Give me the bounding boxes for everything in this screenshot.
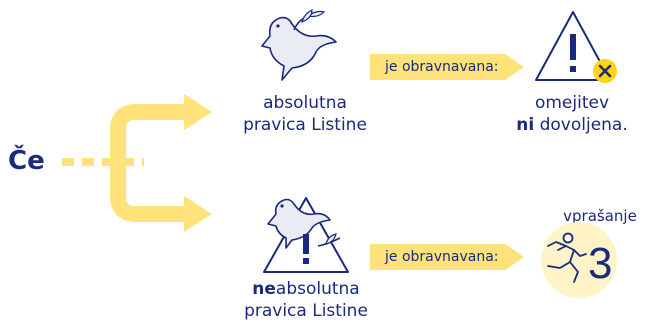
arrow-head-bottom: [184, 196, 212, 232]
running-person-icon: [547, 232, 587, 283]
tag-top: je obravnavana:: [385, 59, 499, 75]
subject-absolutna: absolutna: [275, 279, 360, 299]
subject-absolute: absolutna pravica Listine: [235, 92, 375, 136]
subject-absolute-line2: pravica Listine: [243, 115, 367, 135]
question-three-badge: 3: [541, 222, 617, 298]
arrow-head-top: [184, 94, 212, 130]
ce-label: Če: [8, 146, 45, 176]
cross-badge-icon: [593, 59, 617, 83]
subject-nonabsolute-line1: neabsolutna: [226, 278, 386, 300]
question-number: 3: [588, 239, 612, 288]
tag-bottom: je obravnavana:: [385, 249, 499, 265]
warning-triangle-icon: [535, 11, 611, 81]
outcome-dovoljena: dovoljena.: [534, 115, 628, 135]
outcome-restriction-line1: omejitev: [534, 93, 610, 113]
outcome-restriction-line2: ni dovoljena.: [508, 114, 636, 136]
arrow-to-bottom: [110, 162, 184, 222]
subject-absolute-line1: absolutna: [263, 93, 347, 113]
arrow-to-top: [110, 104, 184, 162]
subject-nonabsolute: neabsolutna pravica Listine: [226, 278, 386, 322]
dove-warning-icon: [263, 197, 349, 273]
outcome-restriction: omejitev ni dovoljena.: [508, 92, 636, 136]
subject-ne: ne: [252, 279, 276, 299]
outcome-ni: ni: [516, 115, 535, 135]
subject-nonabsolute-line2: pravica Listine: [244, 301, 368, 321]
dove-icon: [261, 9, 337, 81]
question-label: vprašanje: [563, 207, 637, 225]
